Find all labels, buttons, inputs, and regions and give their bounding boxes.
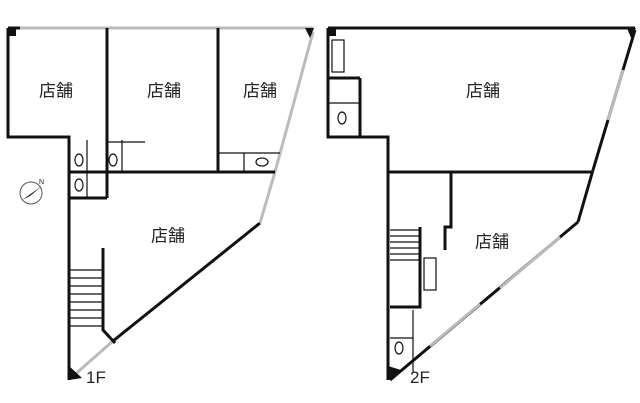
- room-label-1f-store-4: 店舗: [151, 226, 185, 247]
- floor-label-1f: 1F: [86, 368, 106, 387]
- room-label-1f-store-1: 店舗: [39, 81, 73, 102]
- room-label-2f-store-1: 店舗: [466, 81, 500, 102]
- stairs-1f: [70, 269, 102, 327]
- floor-1f-plan: [6, 26, 315, 380]
- room-label-1f-store-2: 店舗: [147, 81, 181, 102]
- compass-label: N: [39, 179, 45, 186]
- room-label-2f-store-2: 店舗: [475, 232, 509, 253]
- floor-label-2f: 2F: [410, 368, 430, 387]
- floor-2f-plan: [326, 26, 637, 382]
- north-arrow-icon: [19, 181, 43, 205]
- room-label-1f-store-3: 店舗: [243, 81, 277, 102]
- stairs-2f: [390, 229, 420, 261]
